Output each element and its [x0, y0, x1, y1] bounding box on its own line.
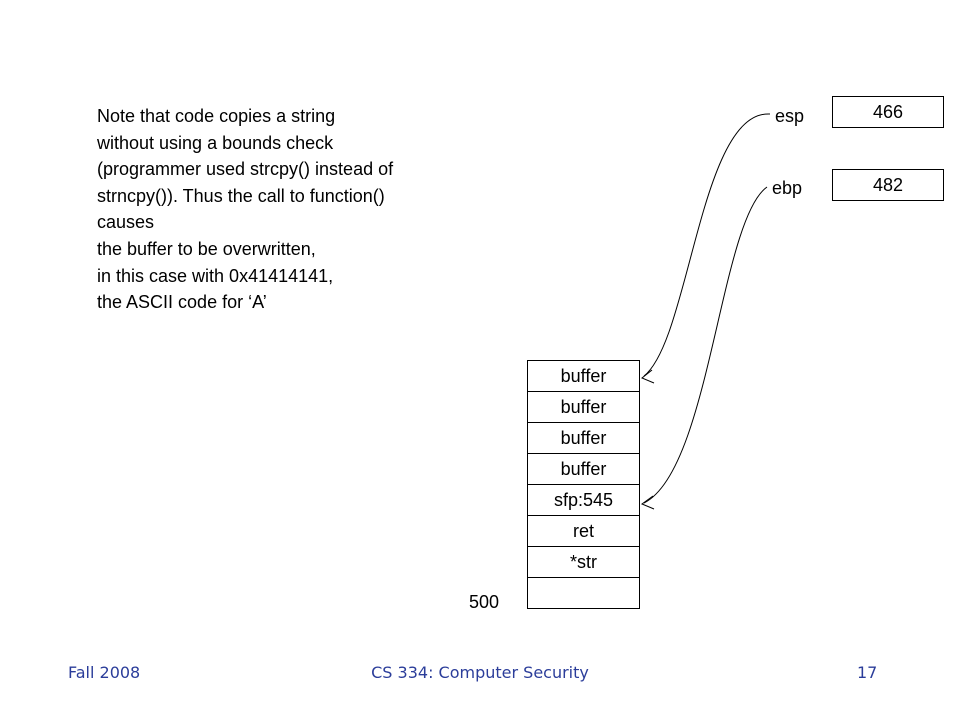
stack-bottom-address: 500: [469, 592, 500, 612]
note-line: causes: [97, 212, 155, 233]
note-line: without using a bounds check: [97, 132, 334, 153]
esp-value: 466: [872, 101, 904, 122]
footer-page-number: 17: [857, 663, 878, 682]
esp-label: esp: [775, 106, 805, 126]
note-line: (programmer used strcpy() instead of: [97, 159, 394, 180]
stack-cell-buffer: buffer: [527, 391, 640, 423]
note-line: the buffer to be overwritten,: [97, 238, 316, 259]
esp-arrowhead: [641, 369, 655, 384]
esp-value-box: 466: [832, 96, 944, 128]
ebp-pointer-arrow: [643, 186, 768, 504]
stack-cell-str: *str: [527, 546, 640, 578]
note-line: Note that code copies a string: [97, 106, 336, 126]
esp-pointer-arrow: [643, 113, 771, 377]
ebp-label: ebp: [772, 178, 803, 198]
note-line: in this case with 0x41414141,: [97, 265, 334, 286]
ebp-value-box: 482: [832, 169, 944, 201]
note-line: strncpy()). Thus the call to function(): [97, 185, 385, 206]
stack-cell-empty: [527, 577, 640, 609]
ebp-value: 482: [872, 174, 904, 195]
stack-cell-sfp: sfp:545: [527, 484, 640, 516]
stack-cell-buffer: buffer: [527, 422, 640, 454]
ebp-arrowhead: [640, 495, 655, 510]
explanation-note: Note that code copies a string without u…: [97, 103, 477, 316]
footer-date: Fall 2008: [68, 663, 141, 682]
stack-cell-ret: ret: [527, 515, 640, 547]
footer-course: CS 334: Computer Security: [371, 663, 589, 682]
note-line: the ASCII code for ‘A’: [97, 292, 267, 313]
stack-frame: buffer buffer buffer buffer sfp:545 ret …: [527, 360, 640, 609]
